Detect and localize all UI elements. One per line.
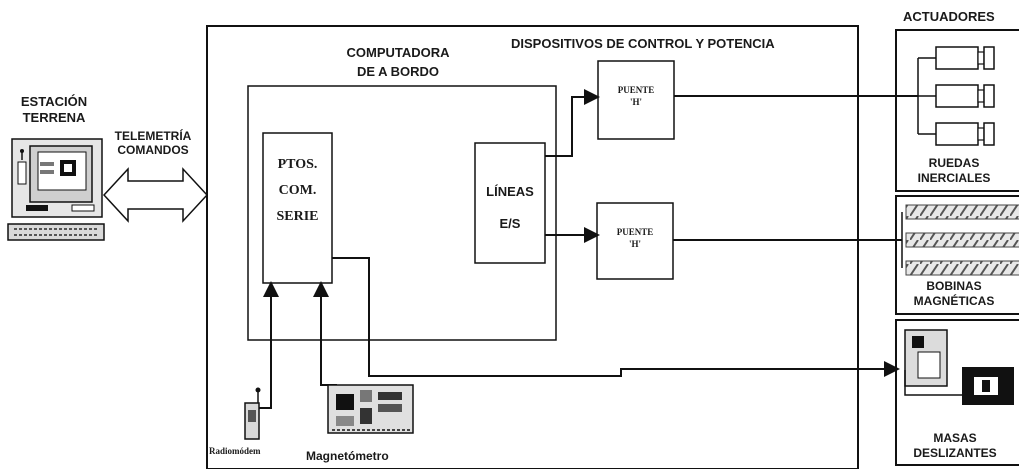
io-lines-label: LÍNEAS E/S: [475, 176, 545, 240]
serial-ports-line2: COM.: [278, 183, 317, 198]
ground-station-computer-icon: [7, 138, 105, 241]
inertial-wheels-icon: [917, 46, 995, 146]
h-bridge-2-line2: 'H': [628, 239, 641, 249]
masses-line2: DESLIZANTES: [913, 446, 997, 460]
serial-ports-box: [262, 132, 333, 284]
serial-ports-line3: SERIE: [276, 209, 319, 224]
telemetry-commands-label: TELEMETRÍA COMANDOS: [108, 129, 198, 157]
ground-station-title-line1: ESTACIÓN: [20, 94, 88, 109]
magnetometer-to-serial-line: [313, 281, 337, 386]
h-bridge-2-label: PUENTE 'H': [597, 226, 673, 250]
actuators-title: ACTUADORES: [903, 9, 995, 24]
ground-station-title: ESTACIÓN TERRENA: [8, 94, 100, 126]
onboard-computer-line2: DE A BORDO: [356, 64, 440, 79]
wheels-line2: INERCIALES: [917, 171, 991, 185]
wheels-line1: RUEDAS: [928, 156, 980, 170]
coils-label: BOBINAS MAGNÉTICAS: [896, 279, 1012, 309]
control-devices-title: DISPOSITIVOS DE CONTROL Y POTENCIA: [511, 36, 775, 51]
telemetry-double-arrow: [102, 167, 209, 223]
serial-to-masses-line: [332, 257, 900, 377]
h-bridge-2-line1: PUENTE: [616, 227, 654, 237]
serial-ports-label: PTOS. COM. SERIE: [263, 152, 332, 230]
radiomodem-to-serial-line: [259, 281, 279, 409]
magnetometer-icon: [327, 384, 414, 434]
io-lines-box: [474, 142, 546, 264]
radiomodem-label: Radiomódem: [209, 446, 261, 456]
serial-ports-line1: PTOS.: [277, 157, 318, 172]
ground-station-title-line2: TERRENA: [22, 110, 86, 125]
masses-box: [895, 319, 1019, 466]
magnetic-coils-icon: [901, 204, 1019, 276]
h-bridge-1-line2: 'H': [629, 97, 642, 107]
masses-label: MASAS DESLIZANTES: [896, 431, 1014, 461]
sliding-masses-icon: [904, 329, 1014, 405]
masses-line1: MASAS: [933, 431, 977, 445]
onboard-computer-title: COMPUTADORA DE A BORDO: [336, 43, 460, 81]
h-bridge-1-label: PUENTE 'H': [598, 84, 674, 108]
io-lines-line1: LÍNEAS: [486, 184, 534, 199]
onboard-computer-line1: COMPUTADORA: [346, 45, 450, 60]
coils-line1: BOBINAS: [926, 279, 982, 293]
magnetometer-label: Magnetómetro: [306, 449, 389, 463]
telemetry-label: TELEMETRÍA: [114, 129, 192, 143]
wheels-box: [895, 29, 1019, 192]
io-lines-line2: E/S: [499, 216, 521, 231]
computer-box: [247, 85, 557, 341]
io-to-bridge1-line: [545, 89, 600, 157]
coils-box: [895, 195, 1019, 315]
h-bridge-1-line1: PUENTE: [617, 85, 655, 95]
control-box: [206, 25, 859, 469]
coils-line2: MAGNÉTICAS: [913, 294, 995, 308]
radiomodem-icon: [244, 387, 261, 440]
wheels-label: RUEDAS INERCIALES: [896, 156, 1012, 186]
commands-label: COMANDOS: [117, 143, 189, 157]
